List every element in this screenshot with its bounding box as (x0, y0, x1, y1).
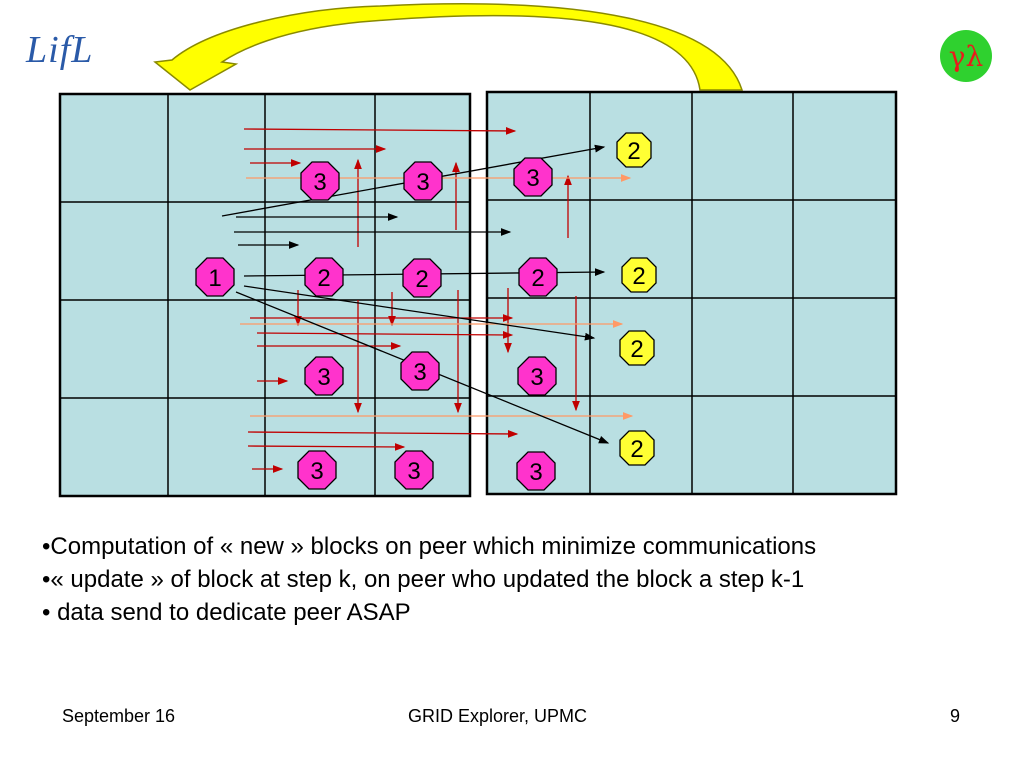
svg-text:3: 3 (313, 169, 326, 196)
node-2: 2 (518, 257, 558, 297)
block-nodes: 1 2 2 2 3 3 3 (195, 132, 657, 491)
svg-text:1: 1 (208, 265, 221, 292)
node-3: 3 (300, 161, 340, 201)
svg-text:2: 2 (531, 265, 544, 292)
svg-text:3: 3 (416, 169, 429, 196)
node-3: 3 (394, 450, 434, 490)
node-3: 3 (297, 450, 337, 490)
svg-text:2: 2 (630, 436, 643, 463)
svg-text:3: 3 (407, 458, 420, 485)
bullet-item: •« update » of block at step k, on peer … (42, 566, 805, 593)
footer-title: GRID Explorer, UPMC (408, 706, 588, 726)
svg-text:2: 2 (415, 266, 428, 293)
peer-transfer-arrow (153, 3, 744, 91)
node-2-remote: 2 (619, 430, 655, 466)
svg-text:3: 3 (310, 458, 323, 485)
right-peer-grid (485, 90, 898, 496)
svg-text:2: 2 (632, 263, 645, 290)
node-2-remote: 2 (621, 257, 657, 293)
svg-text:3: 3 (317, 364, 330, 391)
node-2-remote: 2 (616, 132, 652, 168)
node-3: 3 (513, 157, 553, 197)
svg-text:3: 3 (529, 459, 542, 486)
node-2: 2 (402, 258, 442, 298)
page-number: 9 (950, 706, 961, 726)
svg-text:3: 3 (413, 359, 426, 386)
svg-text:2: 2 (627, 138, 640, 165)
bullet-item: •Computation of « new » blocks on peer w… (42, 533, 817, 560)
bullet-item: • data send to dedicate peer ASAP (42, 599, 411, 626)
svg-text:3: 3 (530, 364, 543, 391)
svg-text:2: 2 (317, 265, 330, 292)
lifl-logo: LifL (26, 29, 94, 71)
node-3: 3 (400, 351, 440, 391)
node-1: 1 (195, 257, 235, 297)
node-2-remote: 2 (619, 330, 655, 366)
node-3: 3 (304, 356, 344, 396)
svg-text:3: 3 (526, 165, 539, 192)
block-distribution-diagram: 1 2 2 2 3 3 3 (58, 3, 898, 498)
left-peer-grid (58, 92, 472, 498)
node-3: 3 (517, 356, 557, 396)
footer-date: September 16 (62, 706, 176, 726)
red-data-arrows (243, 127, 580, 473)
node-2: 2 (304, 257, 344, 297)
bullet-list: •Computation of « new » blocks on peer w… (42, 530, 1002, 629)
node-3: 3 (516, 451, 556, 491)
svg-text:2: 2 (630, 336, 643, 363)
node-3: 3 (403, 161, 443, 201)
gamma-lambda-badge: γλ (940, 30, 992, 82)
